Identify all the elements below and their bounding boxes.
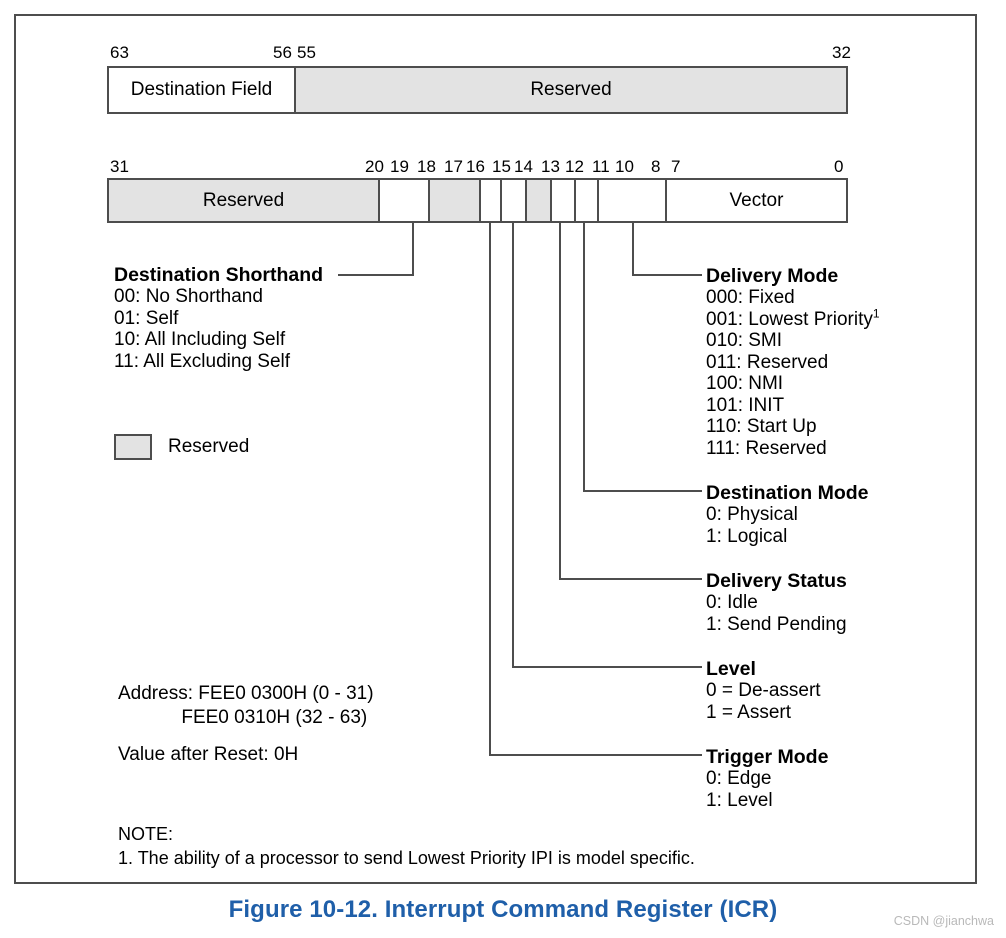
destination-mode-option-0: 0: Physical [706, 504, 798, 525]
delivery-mode-title: Delivery Mode [706, 265, 839, 287]
bit-label-20: 20 [365, 157, 384, 176]
leader-level-horizontal [512, 666, 702, 668]
delivery-mode-option-6: 110: Start Up [706, 416, 817, 437]
bit-label-14: 14 [514, 157, 533, 176]
leader-delivery-mode-horizontal [632, 274, 702, 276]
field-destination-shorthand-bits [380, 180, 431, 221]
delivery-mode-option-7: 111: Reserved [706, 437, 827, 459]
field-bit-13 [527, 180, 552, 221]
bit-label-15: 15 [492, 157, 511, 176]
address-line-0: Address: FEE0 0300H (0 - 31) [118, 683, 374, 704]
address-block: Address: FEE0 0300H (0 - 31) FEE0 0310H … [118, 682, 374, 767]
leader-trigger-mode-horizontal [489, 754, 702, 756]
leader-delivery-status-vertical [559, 223, 561, 580]
delivery-mode-option-3: 011: Reserved [706, 351, 829, 373]
note-heading: NOTE: [118, 824, 174, 844]
destination-mode-option-1: 1: Logical [706, 525, 788, 547]
field-reserved-high: Reserved [296, 68, 846, 112]
bit-label-17: 17 [444, 157, 463, 176]
field-bit-14 [502, 180, 528, 221]
field-bit-11 [576, 180, 600, 221]
bit-label-31: 31 [110, 157, 129, 176]
bit-label-0: 0 [834, 157, 844, 176]
delivery-status-option-1: 1: Send Pending [706, 613, 847, 635]
note-line-1: 1. The ability of a processor to send Lo… [118, 848, 695, 868]
leader-destination-mode-horizontal [583, 490, 702, 492]
reserved-swatch [114, 434, 152, 460]
description-destination-shorthand: Destination Shorthand 00: No Shorthand 0… [114, 264, 323, 372]
leader-delivery-status-horizontal [559, 578, 702, 580]
leader-level-vertical [512, 223, 514, 668]
destination-mode-title: Destination Mode [706, 482, 869, 504]
address-line-1: FEE0 0310H (32 - 63) [118, 707, 368, 728]
field-bit-15 [481, 180, 503, 221]
level-option-0: 0 = De-assert [706, 680, 821, 701]
leader-destination-shorthand-horizontal [338, 274, 414, 276]
field-vector: Vector [729, 189, 784, 211]
destination-shorthand-option-3: 11: All Excluding Self [114, 350, 291, 372]
delivery-mode-option-4: 100: NMI [706, 373, 784, 394]
delivery-mode-option-2: 010: SMI [706, 330, 783, 351]
bit-label-18: 18 [417, 157, 436, 176]
bit-label-12: 12 [565, 157, 584, 176]
field-delivery-mode-bits [599, 180, 667, 221]
destination-shorthand-option-0: 00: No Shorthand [114, 286, 263, 307]
delivery-mode-footnote-marker: 1 [872, 306, 880, 321]
bit-label-16: 16 [466, 157, 485, 176]
value-after-reset-line: Value after Reset: 0H [118, 744, 299, 765]
note-block: NOTE: 1. The ability of a processor to s… [118, 822, 695, 870]
trigger-mode-option-1: 1: Level [706, 789, 773, 811]
bit-label-63: 63 [110, 43, 129, 62]
leader-destination-shorthand-vertical [412, 223, 414, 276]
destination-shorthand-title: Destination Shorthand [114, 264, 324, 286]
bit-label-55: 55 [297, 43, 316, 62]
field-reserved-bits-17-16 [430, 180, 481, 221]
trigger-mode-option-0: 0: Edge [706, 768, 772, 789]
register-high-row: Destination Field Reserved [107, 66, 848, 114]
watermark-label: CSDN @jianchwa [893, 914, 994, 928]
bit-label-13: 13 [541, 157, 560, 176]
bit-label-10: 10 [615, 157, 634, 176]
bit-label-56: 56 [273, 43, 292, 62]
reserved-legend-label: Reserved [168, 436, 250, 457]
reserved-legend: Reserved [114, 434, 249, 460]
destination-shorthand-option-2: 10: All Including Self [114, 329, 286, 350]
field-bit-12 [552, 180, 576, 221]
description-delivery-status: Delivery Status 0: Idle 1: Send Pending [706, 570, 847, 635]
delivery-mode-option-5: 101: INIT [706, 394, 785, 416]
leader-delivery-mode-vertical [632, 223, 634, 276]
leader-trigger-mode-vertical [489, 223, 491, 756]
delivery-mode-option-1-text: 001: Lowest Priority [706, 308, 873, 330]
trigger-mode-title: Trigger Mode [706, 746, 829, 768]
description-trigger-mode: Trigger Mode 0: Edge 1: Level [706, 746, 828, 811]
delivery-status-option-0: 0: Idle [706, 592, 758, 613]
description-destination-mode: Destination Mode 0: Physical 1: Logical [706, 482, 869, 547]
bit-label-19: 19 [390, 157, 409, 176]
delivery-mode-option-1: 001: Lowest Priority1 [706, 306, 880, 331]
bit-label-32: 32 [832, 43, 851, 62]
figure-caption: Figure 10-12. Interrupt Command Register… [228, 896, 778, 923]
delivery-status-title: Delivery Status [706, 570, 847, 592]
description-level: Level 0 = De-assert 1 = Assert [706, 658, 821, 723]
bit-label-8: 8 [651, 157, 661, 176]
delivery-mode-option-0: 000: Fixed [706, 287, 795, 308]
destination-shorthand-option-1: 01: Self [114, 307, 179, 329]
bit-label-11: 11 [592, 157, 610, 176]
bit-label-7: 7 [671, 157, 681, 176]
leader-destination-mode-vertical [583, 223, 585, 492]
level-title: Level [706, 658, 756, 680]
field-destination-field: Destination Field [109, 68, 296, 112]
figure-border [14, 14, 977, 884]
level-option-1: 1 = Assert [706, 701, 792, 723]
description-delivery-mode: Delivery Mode 000: Fixed 001: Lowest Pri… [706, 265, 880, 459]
field-reserved-low: Reserved [109, 180, 381, 221]
register-low-row: Reserved Vector [107, 178, 848, 223]
